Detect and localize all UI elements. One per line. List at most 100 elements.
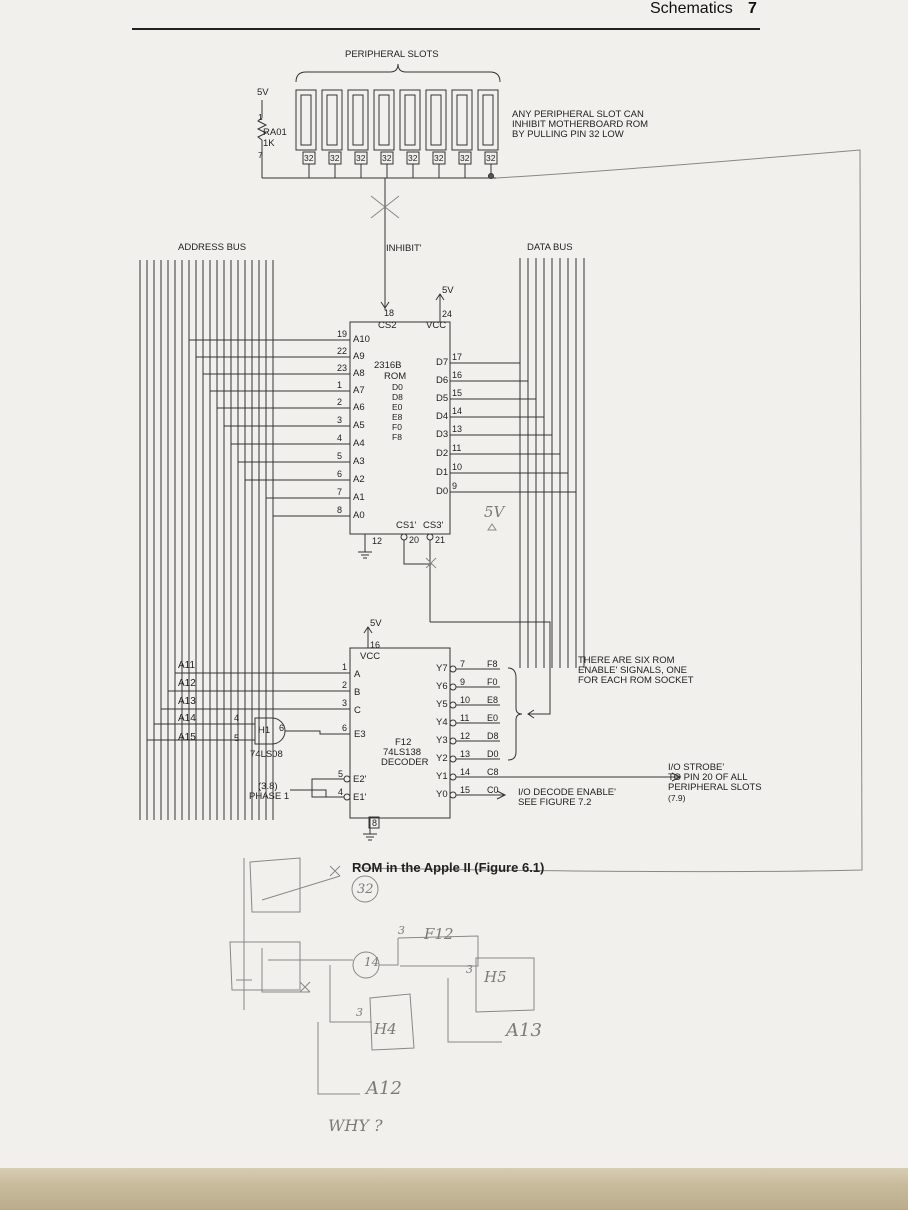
decoder-output-bubble-Y1 xyxy=(449,773,457,781)
rom-addr-pin-A4: 4 xyxy=(337,433,343,443)
pullup-pin-top: 1 xyxy=(258,112,263,122)
io-strobe-ref: (7.9) xyxy=(668,793,686,803)
decoder-e2-name: E2' xyxy=(353,774,367,785)
decoder-input-name-C: C xyxy=(354,705,361,716)
decoder-output-bubble-Y3 xyxy=(449,737,457,745)
decoder-output-name-Y2: Y2 xyxy=(436,753,448,764)
decoder-output-pin-Y0: 15 xyxy=(460,785,471,795)
decoder-output-addr-C0: C0 xyxy=(487,785,499,795)
rom-enable-return xyxy=(430,621,551,715)
pullup-pin-bottom: 7 xyxy=(258,150,263,160)
pullup-voltage: 5V xyxy=(257,87,269,98)
rom-addr-pin-A3: 5 xyxy=(337,451,343,461)
rom-cs3-bubble xyxy=(426,533,434,541)
paper-sheet xyxy=(0,0,908,1170)
rom-data-pin-D6: 16 xyxy=(452,370,463,380)
rom-enable-brace xyxy=(507,667,523,761)
rom-addr-pin-A2: 6 xyxy=(337,469,343,479)
decoder-output-name-Y4: Y4 xyxy=(436,717,448,728)
hand-f12-box xyxy=(397,935,479,967)
decoder-ref: F12 xyxy=(395,737,412,748)
decoder-e1-name: E1' xyxy=(353,792,367,803)
slot-connector-3 xyxy=(347,89,369,151)
hand-h5-box xyxy=(475,957,535,1013)
slot-pin-32-label-6: 32 xyxy=(434,153,444,163)
rom-addr-name-A9: A9 xyxy=(353,351,365,362)
decoder-output-bubble-Y5 xyxy=(449,701,457,709)
rom-data-pin-D4: 14 xyxy=(452,406,463,416)
decoder-e3-name: E3 xyxy=(354,729,366,740)
slot-inner-4 xyxy=(378,94,390,146)
decoder-output-addr-C8: C8 xyxy=(487,767,499,777)
decoder-output-addr-D8: D8 xyxy=(487,731,499,741)
pullup-resistor-symbol xyxy=(256,117,268,141)
inhibit-label: INHIBIT' xyxy=(386,243,422,254)
decoder-part: 74LS138 xyxy=(383,747,422,758)
rom-part-name: 2316B xyxy=(374,360,402,371)
hand-wire-to-h4 xyxy=(329,965,372,1023)
decoder-e1-pin: 4 xyxy=(338,787,344,797)
slot-pin-32-label-2: 32 xyxy=(330,153,340,163)
rom-chip-body xyxy=(349,321,451,535)
decoder-output-name-Y1: Y1 xyxy=(436,771,448,782)
decoder-output-pin-Y4: 11 xyxy=(460,713,470,723)
inhibit-arrow xyxy=(380,301,390,309)
slots-inhibit-note: ANY PERIPHERAL SLOT CAN INHIBIT MOTHERBO… xyxy=(512,109,648,140)
rom-addr-pin-A0: 8 xyxy=(337,505,343,515)
and-gate-h1-symbol xyxy=(254,717,286,745)
hand-a12: A12 xyxy=(366,1078,402,1099)
hand-h4-box xyxy=(369,993,415,1051)
decoder-output-bubble-Y7 xyxy=(449,665,457,673)
decoder-input-pin-C: 3 xyxy=(342,698,348,708)
rom-data-name-D4: D4 xyxy=(436,411,449,422)
inhibit-cut-mark-b xyxy=(370,195,400,219)
rom-data-pin-D7: 17 xyxy=(452,352,463,362)
decoder-input-pin-A: 1 xyxy=(342,662,348,672)
rom-data-pin-D0: 9 xyxy=(452,481,458,491)
rom-addr-pin-A5: 3 xyxy=(337,415,343,425)
slot-inner-5 xyxy=(404,94,416,146)
decoder-output-name-Y3: Y3 xyxy=(436,735,448,746)
rom-data-pin-D3: 13 xyxy=(452,424,463,434)
rom-addr-pin-A1: 7 xyxy=(337,487,343,497)
hand-frame xyxy=(359,149,863,873)
slot-connector-8 xyxy=(477,89,499,151)
rom-cs1-route xyxy=(403,540,432,565)
rom-addr-name-A6: A6 xyxy=(353,402,365,413)
slot-pin-32-label-8: 32 xyxy=(486,153,496,163)
slot-pin-32-label-4: 32 xyxy=(382,153,392,163)
decoder-chip-body xyxy=(349,647,451,819)
rom-addr-name-A3: A3 xyxy=(353,456,365,467)
decoder-vcc-pin: 16 xyxy=(370,640,381,650)
decoder-output-bubble-Y4 xyxy=(449,719,457,727)
hand-box-lower xyxy=(229,941,301,991)
io-strobe-note: I/O STROBE' TO PIN 20 OF ALL PERIPHERAL … xyxy=(668,762,762,793)
hand-five-v-arrow xyxy=(487,523,497,531)
rom-enable-note: THERE ARE SIX ROM ENABLE' SIGNALS, ONE F… xyxy=(578,655,694,686)
decoder-output-pin-Y3: 12 xyxy=(460,731,471,741)
hand-h5: H5 xyxy=(484,968,507,986)
rom-addr-pin-A8: 23 xyxy=(337,363,348,373)
phase-label: PHASE 1 xyxy=(249,791,290,802)
decoder-output-addr-E8: E8 xyxy=(487,695,499,705)
rom-addr-pin-A7: 1 xyxy=(337,380,343,390)
rom-socket-F0: F0 xyxy=(392,422,402,432)
and-gate-ref: H1 xyxy=(258,725,271,736)
hand-wire-a13 xyxy=(447,978,502,1043)
phase1-wire xyxy=(290,789,344,798)
decoder-vcc-arrow xyxy=(363,626,373,634)
decoder-input-signal-A13: A13 xyxy=(178,696,196,707)
rom-socket-D0: D0 xyxy=(392,382,403,392)
slots-title: PERIPHERAL SLOTS xyxy=(345,49,439,60)
slot-connector-6 xyxy=(425,89,447,151)
decoder-output-name-Y5: Y5 xyxy=(436,699,448,710)
rom-enable-arrow xyxy=(527,709,535,719)
slot-inner-1 xyxy=(300,94,312,146)
decoder-input-name-A: A xyxy=(354,669,361,680)
hand-switch-box xyxy=(249,857,301,913)
decoder-e1-bubble xyxy=(343,793,351,801)
phase-ref: (3.8) xyxy=(258,781,278,792)
decoder-input-pin-B: 2 xyxy=(342,680,348,690)
hand-switch-wires xyxy=(236,858,341,1010)
and-gate-part: 74LS08 xyxy=(250,749,283,760)
